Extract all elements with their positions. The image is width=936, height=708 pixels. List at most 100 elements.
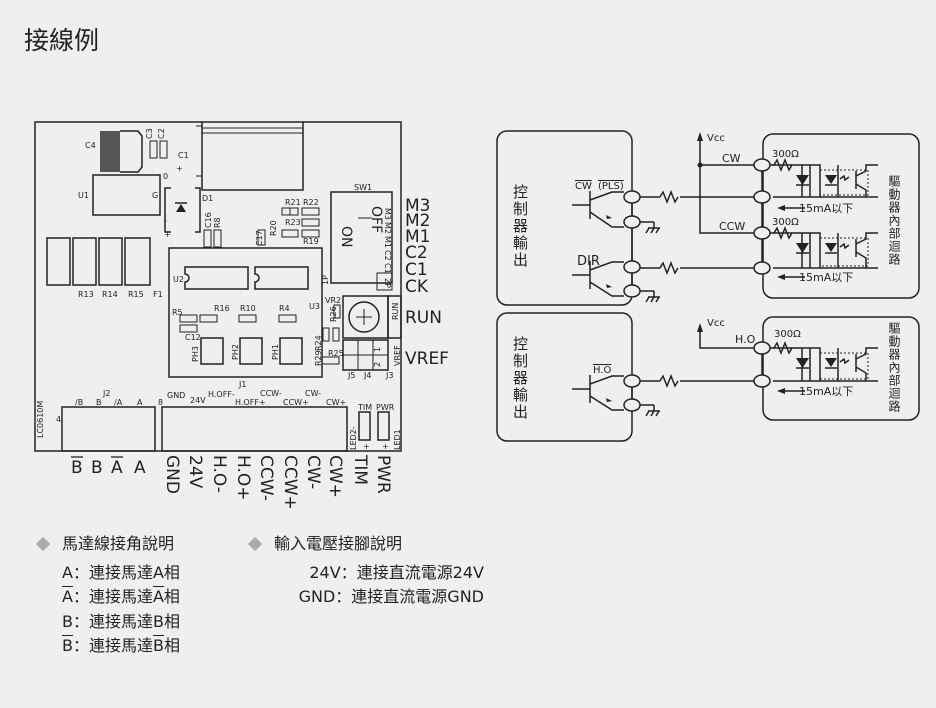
motor-terminal-label: A xyxy=(111,458,123,478)
pcb-label: R8 xyxy=(213,217,222,228)
pcb-label: C1 xyxy=(383,263,392,274)
opto-wiring xyxy=(773,232,878,269)
controller-output-label: 控制器輸出 xyxy=(511,184,529,269)
pcb-label: J5 xyxy=(347,371,355,380)
vcc-arrow-icon xyxy=(697,323,703,332)
capacitor-c4-hatch xyxy=(100,131,120,172)
power-terminal-label: CCW- xyxy=(256,455,276,501)
pcb-label: B xyxy=(96,398,102,407)
pcb-label: VR2 xyxy=(325,296,341,305)
terminal xyxy=(753,226,771,240)
motor-terminal-label: A xyxy=(134,458,146,478)
d1-bracket xyxy=(164,187,201,233)
pcb-label: 0 xyxy=(163,172,168,181)
pcb-side-label: M3 xyxy=(405,196,430,216)
pcb-label: PH1 xyxy=(271,344,280,360)
driver-box xyxy=(762,316,920,421)
note-desc: ：連接馬達 xyxy=(72,636,153,655)
light-icon xyxy=(839,242,850,250)
current-limit-label: 15mA以下 xyxy=(799,271,853,284)
pcb-label: VREF xyxy=(393,345,402,366)
terminal xyxy=(753,190,771,204)
note-suffix: 相 xyxy=(163,611,180,631)
pcb-label: + xyxy=(176,164,183,173)
transistor-symbol xyxy=(572,261,624,297)
motor-terminal-label: B xyxy=(91,458,103,478)
pcb-label: 1P xyxy=(321,275,330,285)
current-limit-label: 15mA以下 xyxy=(799,385,853,398)
pcb-label: R21 xyxy=(285,198,301,207)
pcb-label: C4 xyxy=(85,141,96,150)
wire xyxy=(640,221,654,406)
pcb-label: PWR xyxy=(376,403,395,412)
terminal xyxy=(623,284,641,298)
pcb-label: M2 xyxy=(383,222,392,234)
terminal-name: A xyxy=(62,587,73,606)
pcb-label: SW1 xyxy=(354,183,372,192)
pcb-label: R26 xyxy=(329,306,338,322)
vcc-arrow-icon xyxy=(697,132,703,141)
diamond-bullet-icon xyxy=(35,537,51,552)
pcb-label: D1 xyxy=(202,194,213,203)
pcb-label: + xyxy=(363,442,370,451)
transistor-symbol xyxy=(572,375,624,411)
pcb-label: R25 xyxy=(328,349,344,358)
pcb-side-label: CK xyxy=(405,277,429,297)
pcb-label: GND xyxy=(167,391,185,400)
power-terminal-label: GND xyxy=(162,455,182,494)
pcb-label: LED2- xyxy=(349,426,358,450)
phototransistor xyxy=(855,347,878,381)
diamond-bullet-icon xyxy=(247,537,263,552)
power-terminal-label: H.O- xyxy=(209,455,229,493)
pcb-label: - xyxy=(164,216,167,225)
pcb-side-label: VREF xyxy=(405,349,449,369)
pcb-label: 2P xyxy=(383,278,392,288)
terminal xyxy=(623,374,641,388)
cw-terminal-label: CW xyxy=(722,152,741,165)
opto-wiring xyxy=(773,347,878,382)
resistor-symbol xyxy=(659,260,679,276)
phototransistor xyxy=(855,164,878,197)
pcb-label: CCW- xyxy=(260,389,282,398)
note-desc: ：連接直流電源GND xyxy=(335,587,484,606)
pcb-label: C2 xyxy=(157,128,166,139)
note-suffix: 相 xyxy=(163,636,180,655)
pcb-label: PH3 xyxy=(191,346,200,362)
pcb-label: A xyxy=(137,398,143,407)
ph1-photocoupler xyxy=(279,337,303,365)
pcb-label: H.OFF- xyxy=(208,390,235,399)
pcb-label: J1 xyxy=(238,380,246,389)
pcb-label: C12 xyxy=(185,333,201,342)
pcb-label: U1 xyxy=(78,191,89,200)
ic-chip xyxy=(254,266,309,290)
light-icon xyxy=(839,174,850,182)
pcb-label: J3 xyxy=(385,371,393,380)
note-suffix: 相 xyxy=(163,562,180,582)
pcb-label: J2 xyxy=(102,389,110,398)
resistor-value-label: 300Ω xyxy=(772,149,799,160)
ph2-photocoupler xyxy=(239,337,263,365)
phototransistor xyxy=(855,232,878,268)
ph3-photocoupler xyxy=(200,337,224,365)
pcb-label: R20 xyxy=(269,220,278,236)
power-terminal-label: CW+ xyxy=(325,455,345,498)
tim-led xyxy=(358,411,371,441)
pcb-label: H.OFF+ xyxy=(235,398,266,407)
note-desc: ：連接馬達 xyxy=(72,611,153,631)
power-terminal-label: H.O+ xyxy=(233,455,253,501)
pcb-label: CW+ xyxy=(326,398,346,407)
pcb-label: R5 xyxy=(172,308,183,317)
power-terminal-label: 24V xyxy=(185,455,205,489)
pcb-label: R22 xyxy=(303,198,319,207)
note-desc: ：連接馬達 xyxy=(72,562,153,582)
sw1-dip-switch xyxy=(330,191,393,284)
ground-icon xyxy=(645,222,660,234)
note-desc: ：連接直流電源24V xyxy=(340,562,484,582)
motor-note-row: A：連接馬達A相 xyxy=(62,561,180,586)
pcb-label: ON xyxy=(338,226,354,248)
note-desc: ：連接馬達 xyxy=(72,587,153,606)
pcb-label: CCW+ xyxy=(283,398,309,407)
